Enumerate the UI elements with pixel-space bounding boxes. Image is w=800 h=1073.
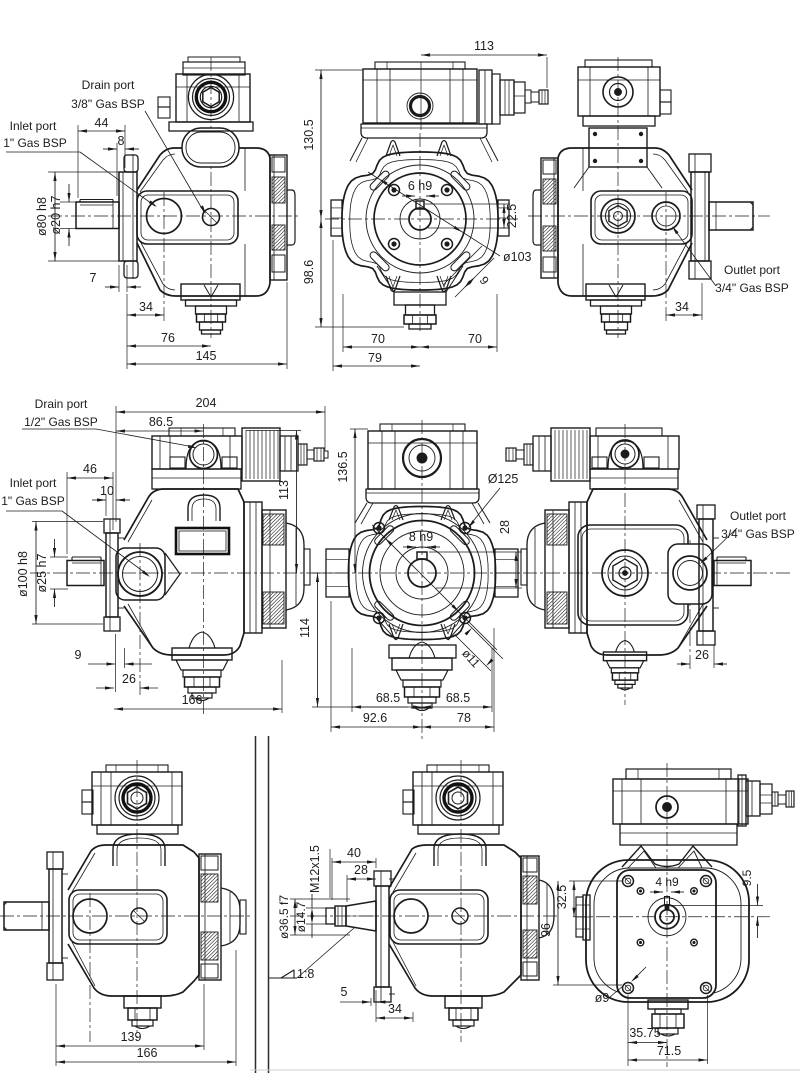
svg-text:166: 166	[137, 1046, 158, 1060]
svg-text:34: 34	[675, 300, 689, 314]
svg-text:Drain port: Drain port	[35, 397, 88, 411]
svg-text:79: 79	[368, 351, 382, 365]
svg-text:46: 46	[83, 462, 97, 476]
svg-text:8: 8	[118, 134, 125, 148]
svg-text:34: 34	[139, 300, 153, 314]
svg-text:32.5: 32.5	[555, 885, 569, 909]
svg-text:Ø125: Ø125	[488, 472, 519, 486]
svg-text:Drain port: Drain port	[82, 78, 135, 92]
svg-text:28: 28	[354, 863, 368, 877]
svg-text:145: 145	[196, 349, 217, 363]
svg-text:ø36.5 f7: ø36.5 f7	[277, 895, 291, 939]
svg-text:86.5: 86.5	[149, 415, 173, 429]
svg-text:76: 76	[161, 331, 175, 345]
svg-text:78: 78	[457, 711, 471, 725]
svg-text:5: 5	[341, 985, 348, 999]
svg-text:ø25 h7: ø25 h7	[35, 553, 49, 592]
svg-text:98.6: 98.6	[302, 260, 316, 284]
svg-text:Outlet port: Outlet port	[724, 263, 781, 277]
svg-text:3/8" Gas BSP: 3/8" Gas BSP	[71, 97, 145, 111]
svg-text:9: 9	[75, 648, 82, 662]
svg-text:ø20 h7: ø20 h7	[49, 195, 63, 234]
svg-text:6 h9: 6 h9	[408, 179, 432, 193]
svg-text:136.5: 136.5	[336, 451, 350, 482]
svg-text:ø9: ø9	[595, 991, 610, 1005]
svg-text:1" Gas BSP: 1" Gas BSP	[3, 136, 67, 150]
svg-text:113: 113	[474, 39, 494, 53]
svg-text:44: 44	[95, 116, 109, 130]
svg-text:ø14.7: ø14.7	[294, 901, 308, 932]
svg-text:71.5: 71.5	[657, 1044, 681, 1058]
svg-text:26: 26	[695, 648, 709, 662]
svg-text:114: 114	[298, 618, 312, 638]
svg-text:26: 26	[122, 672, 136, 686]
svg-text:Inlet port: Inlet port	[10, 476, 57, 490]
svg-text:130.5: 130.5	[302, 119, 316, 150]
svg-text:ø80 h8: ø80 h8	[35, 197, 49, 236]
svg-text:10: 10	[100, 484, 114, 498]
svg-text:Outlet port: Outlet port	[730, 509, 787, 523]
svg-text:113: 113	[277, 480, 291, 500]
svg-text:3/4" Gas BSP: 3/4" Gas BSP	[721, 527, 795, 541]
svg-text:204: 204	[196, 396, 217, 410]
svg-text:Inlet port: Inlet port	[10, 119, 57, 133]
svg-text:35.75: 35.75	[629, 1026, 660, 1040]
svg-text:7: 7	[90, 271, 97, 285]
svg-text:70: 70	[371, 332, 385, 346]
svg-text:1" Gas BSP: 1" Gas BSP	[1, 494, 65, 508]
svg-text:166: 166	[182, 693, 203, 707]
svg-text:9.5: 9.5	[740, 869, 754, 886]
svg-text:4 h9: 4 h9	[655, 875, 679, 889]
svg-text:139: 139	[121, 1030, 142, 1044]
svg-text:70: 70	[468, 332, 482, 346]
svg-text:8 h9: 8 h9	[409, 530, 433, 544]
svg-text:ø100 h8: ø100 h8	[16, 551, 30, 597]
svg-text:M12x1.5: M12x1.5	[308, 845, 322, 893]
svg-text:ø103: ø103	[503, 250, 532, 264]
svg-text:22.5: 22.5	[505, 204, 519, 228]
svg-text:68.5: 68.5	[446, 691, 470, 705]
svg-text:3/4" Gas BSP: 3/4" Gas BSP	[715, 281, 789, 295]
svg-text:92.6: 92.6	[363, 711, 387, 725]
svg-text:1/2" Gas BSP: 1/2" Gas BSP	[24, 415, 98, 429]
svg-text:34: 34	[388, 1002, 402, 1016]
svg-text:1:8: 1:8	[297, 967, 314, 981]
svg-text:96: 96	[539, 923, 553, 937]
svg-text:28: 28	[498, 520, 512, 534]
svg-text:68.5: 68.5	[376, 691, 400, 705]
svg-text:40: 40	[347, 846, 361, 860]
